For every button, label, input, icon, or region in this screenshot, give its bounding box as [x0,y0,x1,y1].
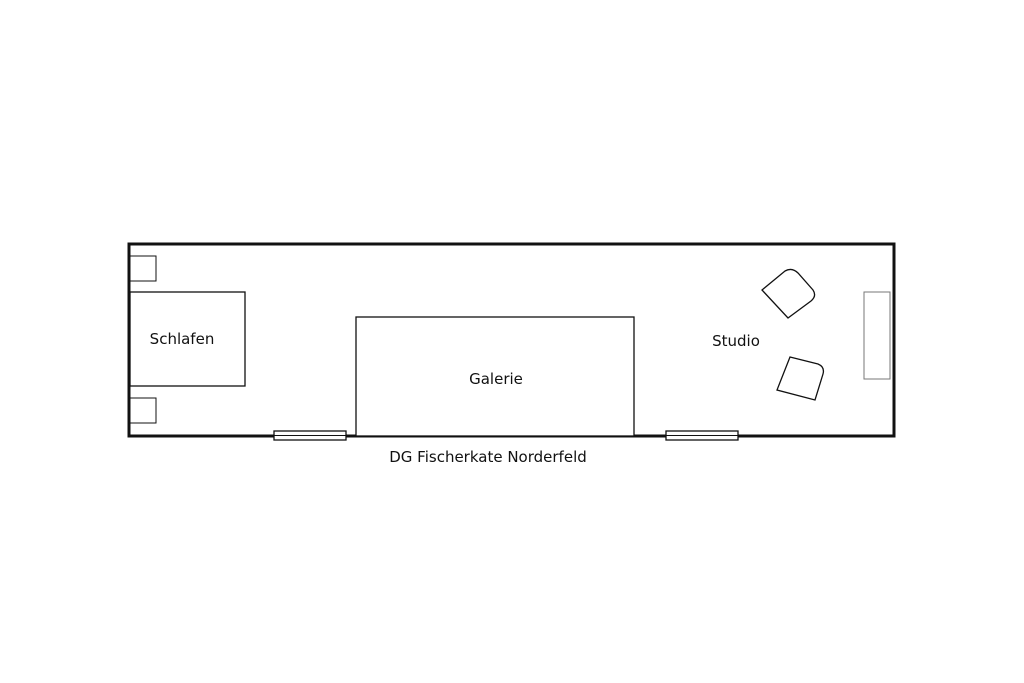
room-label-galerie: Galerie [469,370,523,388]
nightstand-top [129,255,157,282]
window-left [273,430,347,441]
bed [129,291,246,387]
armchair-top [761,268,816,319]
room-label-studio: Studio [712,332,760,350]
sideboard [863,291,891,380]
room-label-schlafen: Schlafen [150,330,215,348]
armchair-bottom [776,356,825,401]
plan-caption: DG Fischerkate Norderfeld [389,448,587,466]
nightstand-bottom [129,397,157,424]
gallery-area [355,316,635,437]
window-right [665,430,739,441]
